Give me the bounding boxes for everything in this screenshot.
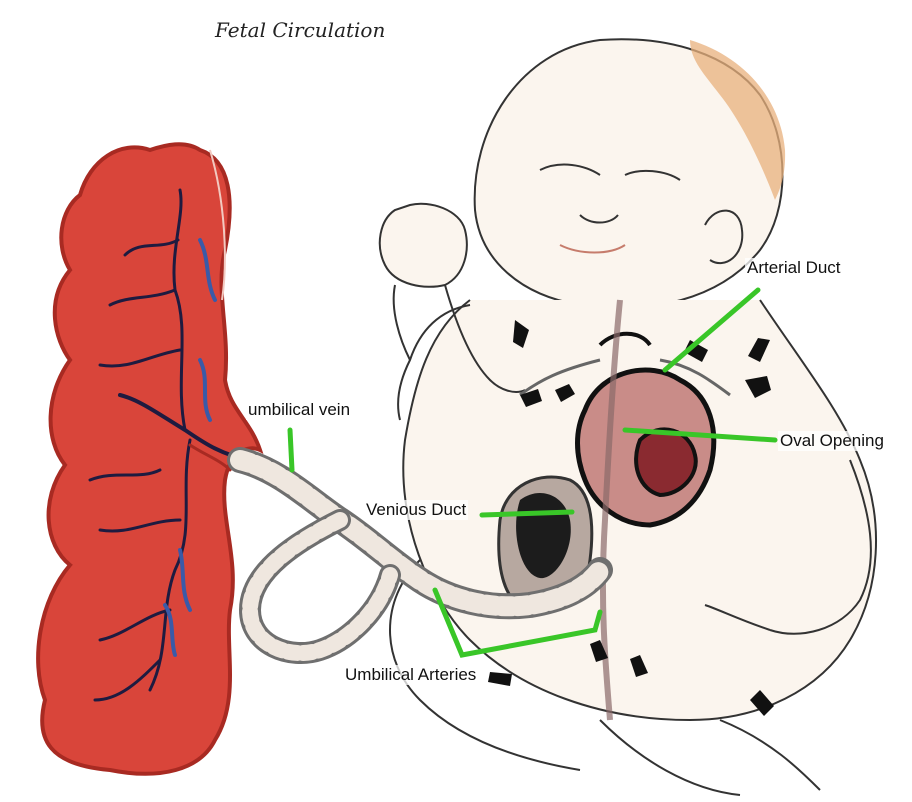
label-umbilical-vein: umbilical vein bbox=[246, 400, 352, 420]
label-venious-duct: Venious Duct bbox=[364, 500, 468, 520]
label-umbilical-arteries: Umbilical Arteries bbox=[343, 665, 478, 685]
leader-umbilical-vein bbox=[290, 430, 292, 470]
diagram-title: Fetal Circulation bbox=[215, 18, 385, 42]
label-oval-opening: Oval Opening bbox=[778, 431, 886, 451]
leader-venious-duct bbox=[482, 512, 572, 515]
label-arterial-duct: Arterial Duct bbox=[745, 258, 843, 278]
placenta bbox=[38, 144, 260, 774]
